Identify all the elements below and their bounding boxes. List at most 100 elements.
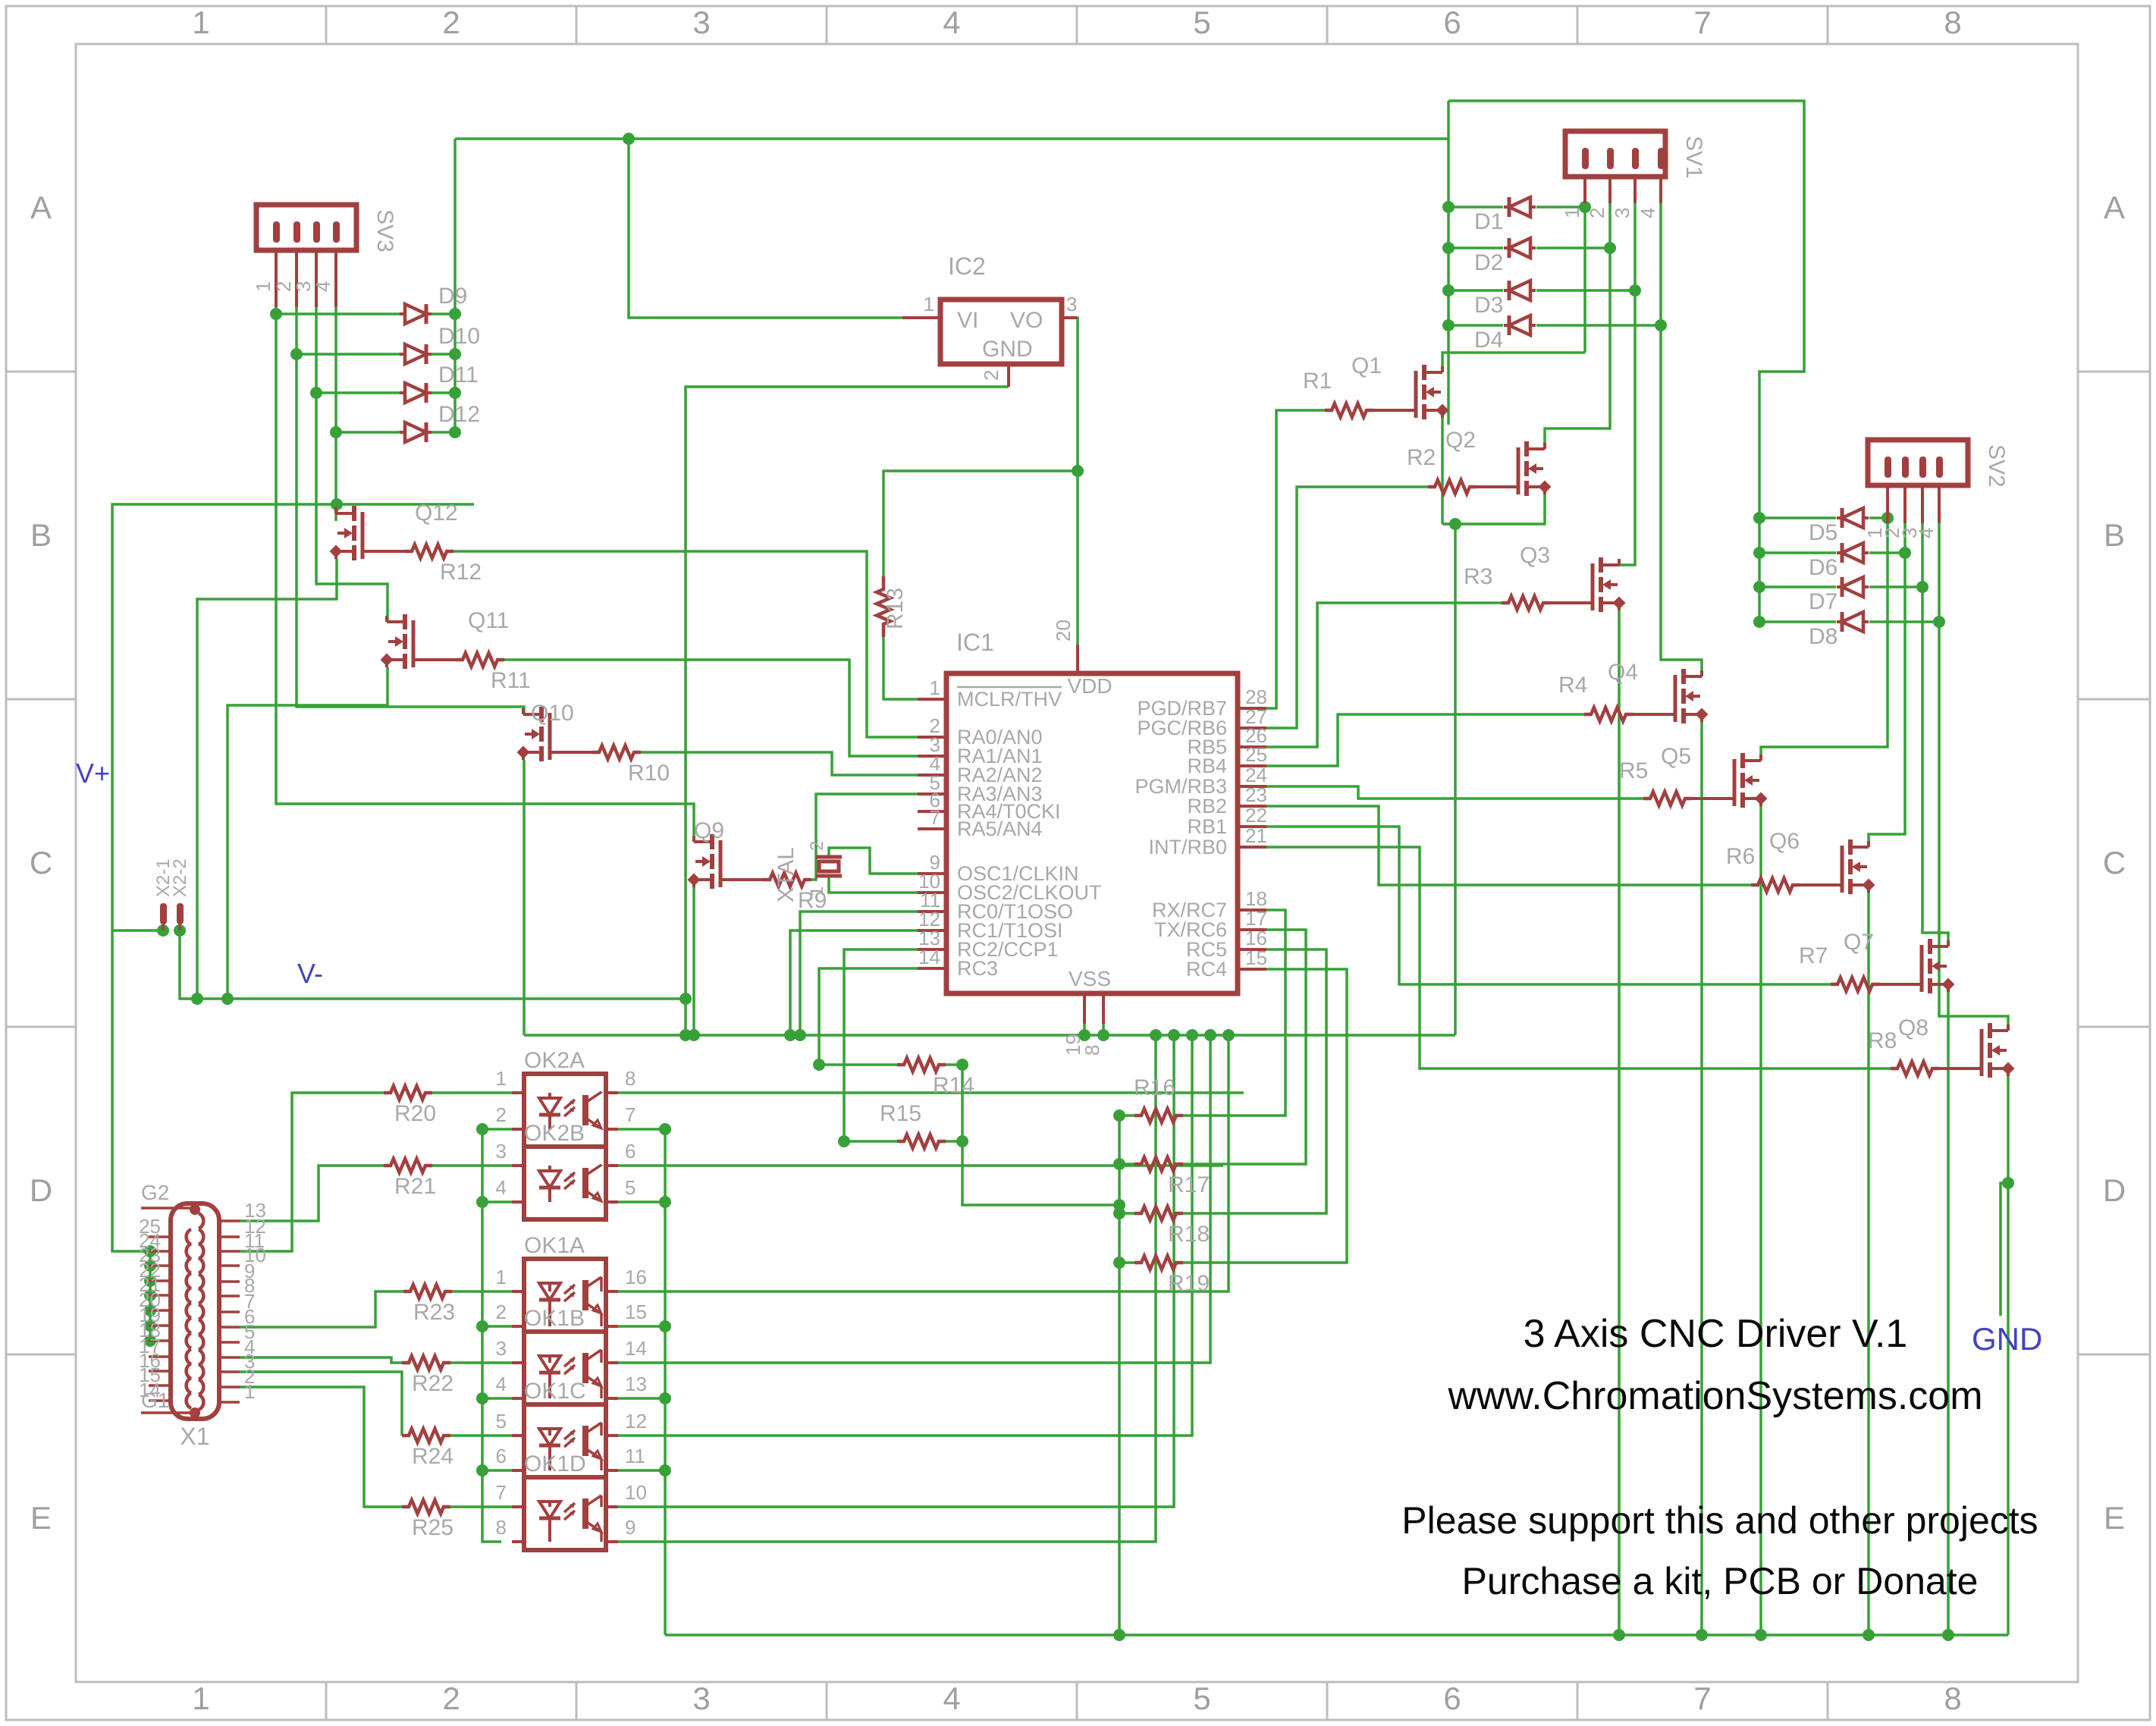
wire	[641, 751, 918, 777]
wire	[1183, 948, 1328, 1215]
wire-junction	[1113, 1207, 1125, 1219]
wire	[827, 876, 918, 894]
x1-pin-number: 16	[139, 1349, 161, 1372]
wire	[618, 1035, 1230, 1293]
wire	[811, 792, 918, 881]
resistor-label-R1: R1	[1303, 369, 1332, 394]
resistor-label-R8: R8	[1868, 1028, 1897, 1053]
resistor-label-R21: R21	[394, 1174, 436, 1199]
resistor-label-R3: R3	[1464, 564, 1492, 589]
wire-junction	[1916, 581, 1928, 593]
wire	[618, 1035, 1194, 1437]
connector-SV1	[1562, 128, 1668, 203]
components	[141, 128, 2015, 1552]
x1-pin-number: 21	[139, 1273, 161, 1296]
ic1-pin-name: RA3/AN3	[957, 783, 1043, 805]
ic2-pin1-number: 1	[924, 293, 934, 315]
wire	[240, 1356, 402, 1364]
opto-pin-number: 10	[625, 1481, 647, 1504]
frame-column-label-bottom: 3	[692, 1680, 710, 1716]
ic1-pin-number: 21	[1245, 824, 1267, 847]
wire-junction	[956, 1135, 968, 1147]
url-text: www.ChromationSystems.com	[1447, 1374, 1982, 1418]
ic1-pin-number: 10	[918, 870, 940, 893]
resistor-R21	[384, 1154, 432, 1177]
diode-label-D8: D8	[1809, 624, 1837, 649]
wire	[226, 667, 389, 999]
connector-pin-number: 2	[272, 281, 295, 292]
mosfet-label-Q8: Q8	[1898, 1015, 1928, 1040]
resistor-R16	[1134, 1104, 1183, 1127]
wire	[1921, 523, 1950, 946]
resistor-R1	[1325, 399, 1373, 422]
ic1-pin-number: 26	[1245, 724, 1267, 747]
frame-column-label-top: 1	[192, 5, 209, 40]
wire-junction	[310, 387, 322, 399]
mosfet-Q5	[1692, 753, 1768, 808]
opto-pin-number: 2	[496, 1301, 507, 1323]
support-text-line1: Please support this and other projects	[1401, 1499, 2038, 1542]
ic1-pin-number: 23	[1245, 783, 1267, 806]
resistor-R2	[1428, 475, 1477, 498]
frame-column-label-bottom: 5	[1193, 1680, 1210, 1716]
opto-pin-number: 9	[625, 1516, 636, 1539]
opto-pin-number: 2	[496, 1103, 507, 1126]
ic1-pin-number: 14	[918, 946, 940, 968]
wire	[1938, 523, 2010, 1031]
wire-junction	[659, 1123, 671, 1135]
resistor-label-R17: R17	[1168, 1172, 1210, 1197]
resistor-R8	[1891, 1057, 1939, 1080]
x1-g2-label: G2	[141, 1181, 169, 1204]
ic1-pin-name: RC4	[1186, 958, 1227, 981]
wire-junction	[1753, 616, 1765, 628]
resistor-R25	[402, 1495, 450, 1518]
ic1-pin-number: 16	[1245, 927, 1267, 949]
frame-column-label-top: 8	[1944, 5, 1961, 40]
frame-row-label-left: C	[30, 845, 52, 880]
wire-junction	[1604, 242, 1616, 254]
net-label-vminus: V-	[297, 958, 323, 989]
frame-row-label-right: C	[2103, 845, 2126, 880]
wire-junction	[1150, 1029, 1162, 1041]
resistor-label-R19: R19	[1168, 1271, 1210, 1296]
wire-junction	[1168, 1029, 1180, 1041]
frame-row-label-left: D	[30, 1172, 52, 1208]
ic1-vss-label: VSS	[1069, 967, 1111, 990]
mosfet-Q9	[687, 834, 763, 889]
diode-label-D6: D6	[1809, 555, 1837, 580]
ic1-pin-number: 17	[1245, 907, 1267, 930]
wire-junction	[270, 308, 282, 320]
frame-column-label-top: 6	[1443, 5, 1461, 40]
frame-column-label-bottom: 7	[1693, 1680, 1711, 1716]
connector-pin-number: 1	[1561, 208, 1583, 218]
ic1-pin-number: 27	[1245, 705, 1267, 728]
resistor-label-R24: R24	[412, 1444, 453, 1469]
ic1-pin-name: RA4/T0CKI	[957, 800, 1061, 823]
connector-pin-number: 3	[292, 281, 315, 292]
resistor-R20	[384, 1081, 432, 1104]
wire-junction	[331, 498, 343, 510]
wire	[1266, 785, 1643, 800]
x1-pin-number: 2	[244, 1365, 255, 1388]
resistor-R14	[897, 1053, 946, 1076]
resistor-label-R23: R23	[413, 1300, 455, 1325]
diode-label-D9: D9	[438, 284, 467, 309]
opto-pin-number: 13	[625, 1373, 647, 1395]
wire-junction	[476, 1196, 488, 1208]
resistor-R10	[592, 741, 641, 764]
ic1-pin-name: RA5/AN4	[957, 817, 1043, 840]
ic2-pin-gnd: GND	[982, 337, 1033, 362]
diode-D8	[1837, 609, 1869, 635]
x1-pin-number: 5	[244, 1320, 255, 1343]
frame-column-label-bottom: 6	[1443, 1680, 1461, 1716]
wire-junction	[1442, 319, 1455, 331]
resistor-label-R25: R25	[412, 1515, 453, 1540]
diode-label-D4: D4	[1474, 328, 1503, 353]
resistor-R9	[763, 868, 811, 891]
wire	[1442, 523, 1457, 1035]
diode-label-D1: D1	[1474, 209, 1503, 234]
opto-pin-number: 1	[496, 1266, 507, 1288]
wire-junction	[1113, 1629, 1125, 1641]
x1-pin-number: 9	[244, 1260, 255, 1282]
